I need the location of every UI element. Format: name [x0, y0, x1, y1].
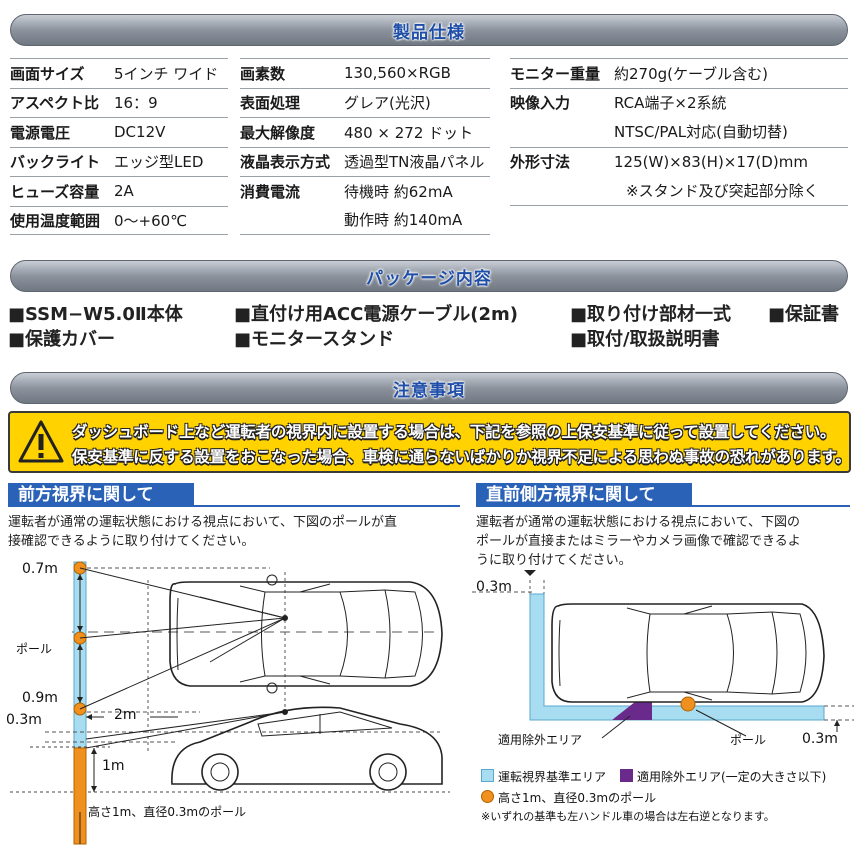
legend-visibility-area: 運転視界基準エリア	[498, 770, 607, 784]
legend-pole: 高さ1m、直径0.3mのポール	[498, 791, 657, 805]
spec-row: ※スタンド及び突起部分除く	[510, 176, 848, 206]
spec-row: 表面処理グレア(光沢)	[240, 87, 490, 118]
warning-box: ダッシュボード上など運転者の視界内に設置する場合は、下記を参照の上保安基準に従っ…	[8, 411, 851, 473]
caution-title: 注意事項	[393, 380, 465, 401]
front-text-2: 接確認できるように取り付けてください。	[8, 534, 255, 549]
package-item: ■取り付け部材一式	[570, 304, 732, 325]
side-text-1: 運転者が通常の運転状態における視点において、下図の	[476, 515, 800, 530]
label-pole-front: ポール	[16, 642, 53, 656]
label-exclusion-area: 適用除外エリア	[498, 733, 583, 747]
spec-row: バックライトエッジ型LED	[10, 146, 228, 177]
package-item: ■保護カバー	[8, 329, 116, 350]
side-heading-rule	[476, 505, 850, 507]
front-view-heading: 前方視界に関して	[8, 483, 194, 507]
front-text-1: 運転者が通常の運転状態における視点において、下図のポールが直	[8, 515, 397, 530]
label-2m: 2m	[114, 707, 137, 723]
specs-title: 製品仕様	[393, 22, 465, 43]
legend-exclusion-area: 適用除外エリア(一定の大きさ以下)	[637, 770, 827, 784]
caution-section-bar: 注意事項	[10, 372, 848, 404]
package-item: ■モニタースタンド	[234, 329, 395, 350]
front-caption: 高さ1m、直径0.3mのポール	[88, 805, 247, 819]
warning-icon	[18, 420, 64, 463]
label-0-3m-top: 0.3m	[476, 579, 512, 595]
spec-row: 消費電流待機時 約62mA	[240, 176, 490, 206]
package-item: ■SSM−W5.0Ⅱ本体	[8, 304, 183, 325]
front-heading-rule	[8, 505, 460, 507]
label-0-7m: 0.7m	[22, 561, 58, 577]
legend-blue-swatch	[481, 769, 494, 782]
label-pole-side: ポール	[730, 733, 767, 747]
warning-line-1: ダッシュボード上など運転者の視界内に設置する場合は、下記を参照の上保安基準に従っ…	[72, 423, 836, 441]
warning-line-2: 保安基準に反する設置をおこなった場合、車検に通らないばかりか視界不足による思わぬ…	[72, 448, 851, 466]
legend-pole-swatch	[481, 790, 494, 803]
package-title: パッケージ内容	[366, 268, 492, 289]
side-text-2: ポールが直接またはミラーやカメラ画像で確認できるよ	[476, 534, 801, 549]
package-item: ■保証書	[768, 304, 840, 325]
label-0-9m: 0.9m	[22, 690, 58, 706]
side-text-3: うに取り付けてください。	[476, 553, 632, 568]
front-view-diagram	[10, 561, 450, 845]
side-note: ※いずれの基準も左ハンドル車の場合は左右逆となります。	[481, 810, 775, 823]
legend-purple-swatch	[620, 769, 633, 782]
side-view-diagram	[472, 570, 854, 739]
side-view-heading: 直前側方視界に関して	[476, 483, 692, 507]
spec-row: モニター重量約270g(ケーブル含む)	[510, 58, 848, 88]
package-section-bar: パッケージ内容	[10, 260, 848, 292]
spec-row: 動作時 約140mA	[240, 206, 490, 235]
label-1m: 1m	[102, 758, 125, 774]
spec-row: 液晶表示方式透過型TN液晶パネル	[240, 146, 490, 177]
label-0-3m-right: 0.3m	[802, 731, 838, 747]
package-item: ■取付/取扱説明書	[570, 329, 720, 350]
label-0-3m-front: 0.3m	[6, 712, 42, 728]
specs-section-bar: 製品仕様	[10, 14, 848, 46]
package-item: ■直付け用ACC電源ケーブル(2m)	[234, 304, 519, 325]
spec-row: NTSC/PAL対応(自動切替)	[614, 123, 788, 142]
